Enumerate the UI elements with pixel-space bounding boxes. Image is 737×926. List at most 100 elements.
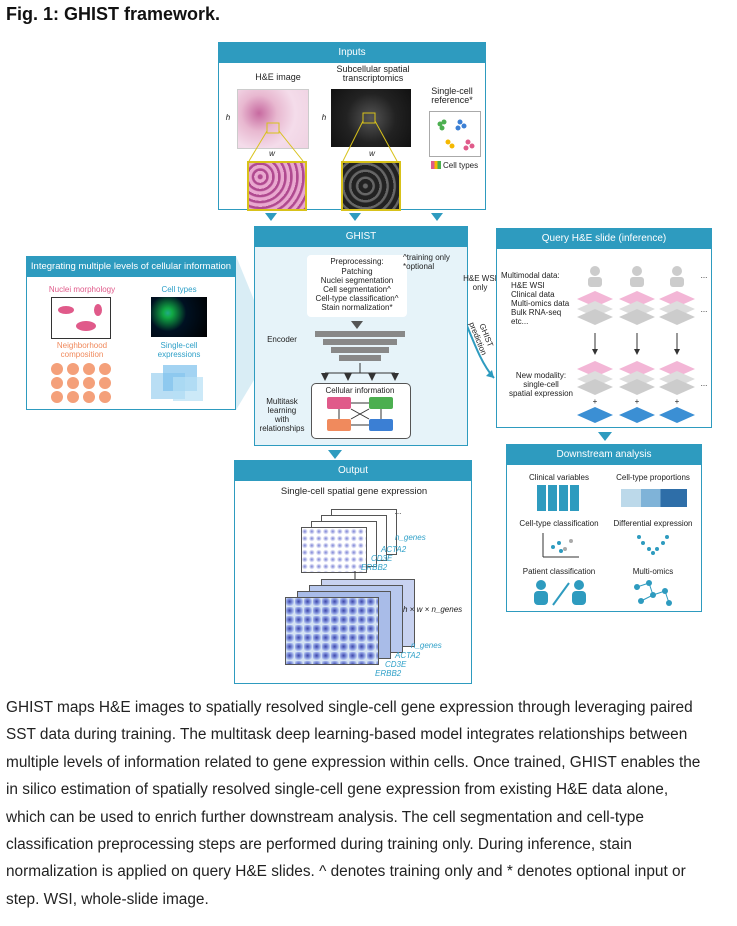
integrating-panel: Integrating multiple levels of cellular …	[26, 256, 236, 410]
patient-classification-icon	[534, 580, 586, 606]
ghist-arrows	[315, 321, 405, 381]
ref-label-line1: Single-cell	[431, 86, 473, 96]
expression-stack-bottom	[275, 579, 415, 669]
he-h-label: h	[225, 113, 231, 122]
preprocessing-line-5: Stain normalization*	[321, 303, 393, 312]
expressions-squares	[151, 363, 207, 403]
downstream-item-4: Patient classification	[522, 567, 596, 576]
encoder-label: Encoder	[267, 335, 297, 344]
caption-line: GHIST maps H&E images to spatially resol…	[6, 699, 693, 716]
caption-line: in silico estimation of spatially resolv…	[6, 781, 669, 799]
figure-title: Fig. 1: GHIST framework.	[6, 4, 221, 24]
caption-line: step. WSI, whole-slide image.	[6, 890, 209, 908]
patient-columns	[577, 266, 695, 423]
newmodality-line-1: single-cell	[523, 380, 559, 389]
he-zoom-crop	[247, 161, 307, 211]
expressions-label-line2: expressions	[157, 350, 201, 359]
neighborhood-label-line2: composition	[60, 350, 104, 359]
query-title: Query H&E slide (inference)	[497, 229, 711, 249]
top-gene-3: ERBB2	[361, 563, 388, 572]
downstream-item-0: Clinical variables	[528, 473, 590, 482]
preprocessing-box	[307, 255, 407, 317]
top-gene-0: n_genes	[395, 533, 426, 542]
he-image-label: H&E image	[255, 72, 301, 82]
ref-label-line2: reference*	[431, 95, 473, 105]
optional-note: *optional	[403, 262, 435, 271]
caption-line: classification preprocessing steps are p…	[6, 836, 632, 854]
bottom-gene-1: ACTA2	[395, 651, 421, 660]
single-cell-reference-plot	[429, 111, 481, 157]
preprocessing-line-0: Preprocessing:	[330, 257, 384, 266]
bottom-gene-3: ERBB2	[375, 669, 402, 678]
clinical-variables-icon	[537, 485, 581, 511]
multimodal-line-5: etc...	[511, 317, 529, 326]
nuclei-morphology-image	[51, 297, 111, 339]
downstream-item-1: Cell-type proportions	[616, 473, 690, 482]
output-dots: ...	[394, 507, 402, 516]
output-panel: Output Single-cell spatial gene expressi…	[234, 460, 472, 684]
cell-types-legend-label: Cell types	[443, 161, 479, 170]
sst-zoom-crop	[341, 161, 401, 211]
query-panel: Query H&E slide (inference) Multimodal d…	[496, 228, 712, 428]
neighborhood-label-line1: Neighborhood	[56, 341, 108, 350]
ghist-title: GHIST	[255, 227, 467, 247]
bottom-gene-2: CD3E	[385, 660, 407, 669]
cell-types-image	[151, 297, 207, 337]
sst-w-label: w	[369, 149, 375, 158]
sst-h-label: h	[321, 113, 327, 122]
caption-line: SST data during training. The multitask …	[6, 726, 688, 744]
neighborhood-grid	[51, 363, 111, 403]
bottom-gene-0: n_genes	[411, 641, 442, 650]
caption-line: multiple levels of information related t…	[6, 753, 701, 771]
caption-line: which can be used to enrich further down…	[6, 808, 644, 826]
multimodal-line-1: H&E WSI	[511, 281, 545, 290]
cell-type-proportions-icon	[621, 489, 687, 507]
output-dims: h × w × n_genes	[403, 605, 463, 614]
multimodal-line-3: Multi-omics data	[511, 299, 570, 308]
top-gene-2: CD3E	[371, 554, 393, 563]
he-image-thumbnail	[237, 89, 309, 149]
preprocessing-line-4: Cell-type classification^	[315, 294, 399, 303]
newmodality-line-0: New modality:	[515, 371, 567, 380]
output-subtitle: Single-cell spatial gene expression	[280, 486, 428, 497]
integrating-title: Integrating multiple levels of cellular …	[27, 257, 235, 277]
ghist-panel: GHIST Preprocessing: Patching Nuclei seg…	[254, 226, 468, 446]
multitask-line-0: Multitask	[266, 397, 298, 406]
query-dots-2: ...	[700, 305, 708, 314]
downstream-title: Downstream analysis	[507, 445, 701, 465]
multimodal-line-2: Clinical data	[511, 290, 555, 299]
sst-label-line2: transcriptomics	[342, 73, 404, 83]
query-dots-1: ...	[700, 271, 708, 280]
differential-expression-icon	[637, 535, 669, 555]
cellular-info-blocks	[327, 397, 393, 431]
preprocessing-line-2: Nuclei segmentation	[320, 276, 394, 285]
expression-stack-top	[301, 509, 401, 573]
cell-types-legend-icon	[431, 161, 441, 169]
figure-caption: GHIST maps H&E images to spatially resol…	[6, 694, 732, 913]
sst-label-line1: Subcellular spatial	[336, 64, 410, 74]
multimodal-line-0: Multimodal data:	[501, 271, 560, 280]
caption-line: normalization is applied on query H&E sl…	[6, 863, 686, 881]
multitask-line-2: with	[274, 415, 290, 424]
preprocessing-line-1: Patching	[341, 267, 373, 276]
downstream-panel: Downstream analysis Clinical variables C…	[506, 444, 702, 612]
zoom-connectors	[248, 112, 398, 162]
query-plus-1: +	[592, 397, 598, 406]
top-gene-1: ACTA2	[381, 545, 407, 554]
inputs-title: Inputs	[219, 43, 485, 63]
downstream-item-3: Differential expression	[613, 519, 693, 528]
cellular-info-label: Cellular information	[325, 386, 395, 395]
multimodal-line-4: Bulk RNA-seq	[511, 308, 562, 317]
query-plus-3: +	[674, 397, 680, 406]
multi-omics-icon	[634, 580, 672, 606]
multitask-line-1: learning	[267, 406, 297, 415]
query-dots-3: ...	[700, 379, 708, 388]
he-wsi-only-line1: H&E WSI	[463, 274, 497, 283]
expressions-label-line1: Single-cell	[160, 341, 198, 350]
sst-thumbnail	[331, 89, 411, 147]
he-w-label: w	[269, 149, 275, 158]
cell-types-label: Cell types	[161, 285, 197, 294]
inputs-panel: Inputs H&E image Subcellular spatial tra…	[218, 42, 486, 211]
newmodality-line-2: spatial expression	[508, 389, 574, 398]
nuclei-morphology-label: Nuclei morphology	[48, 285, 116, 294]
